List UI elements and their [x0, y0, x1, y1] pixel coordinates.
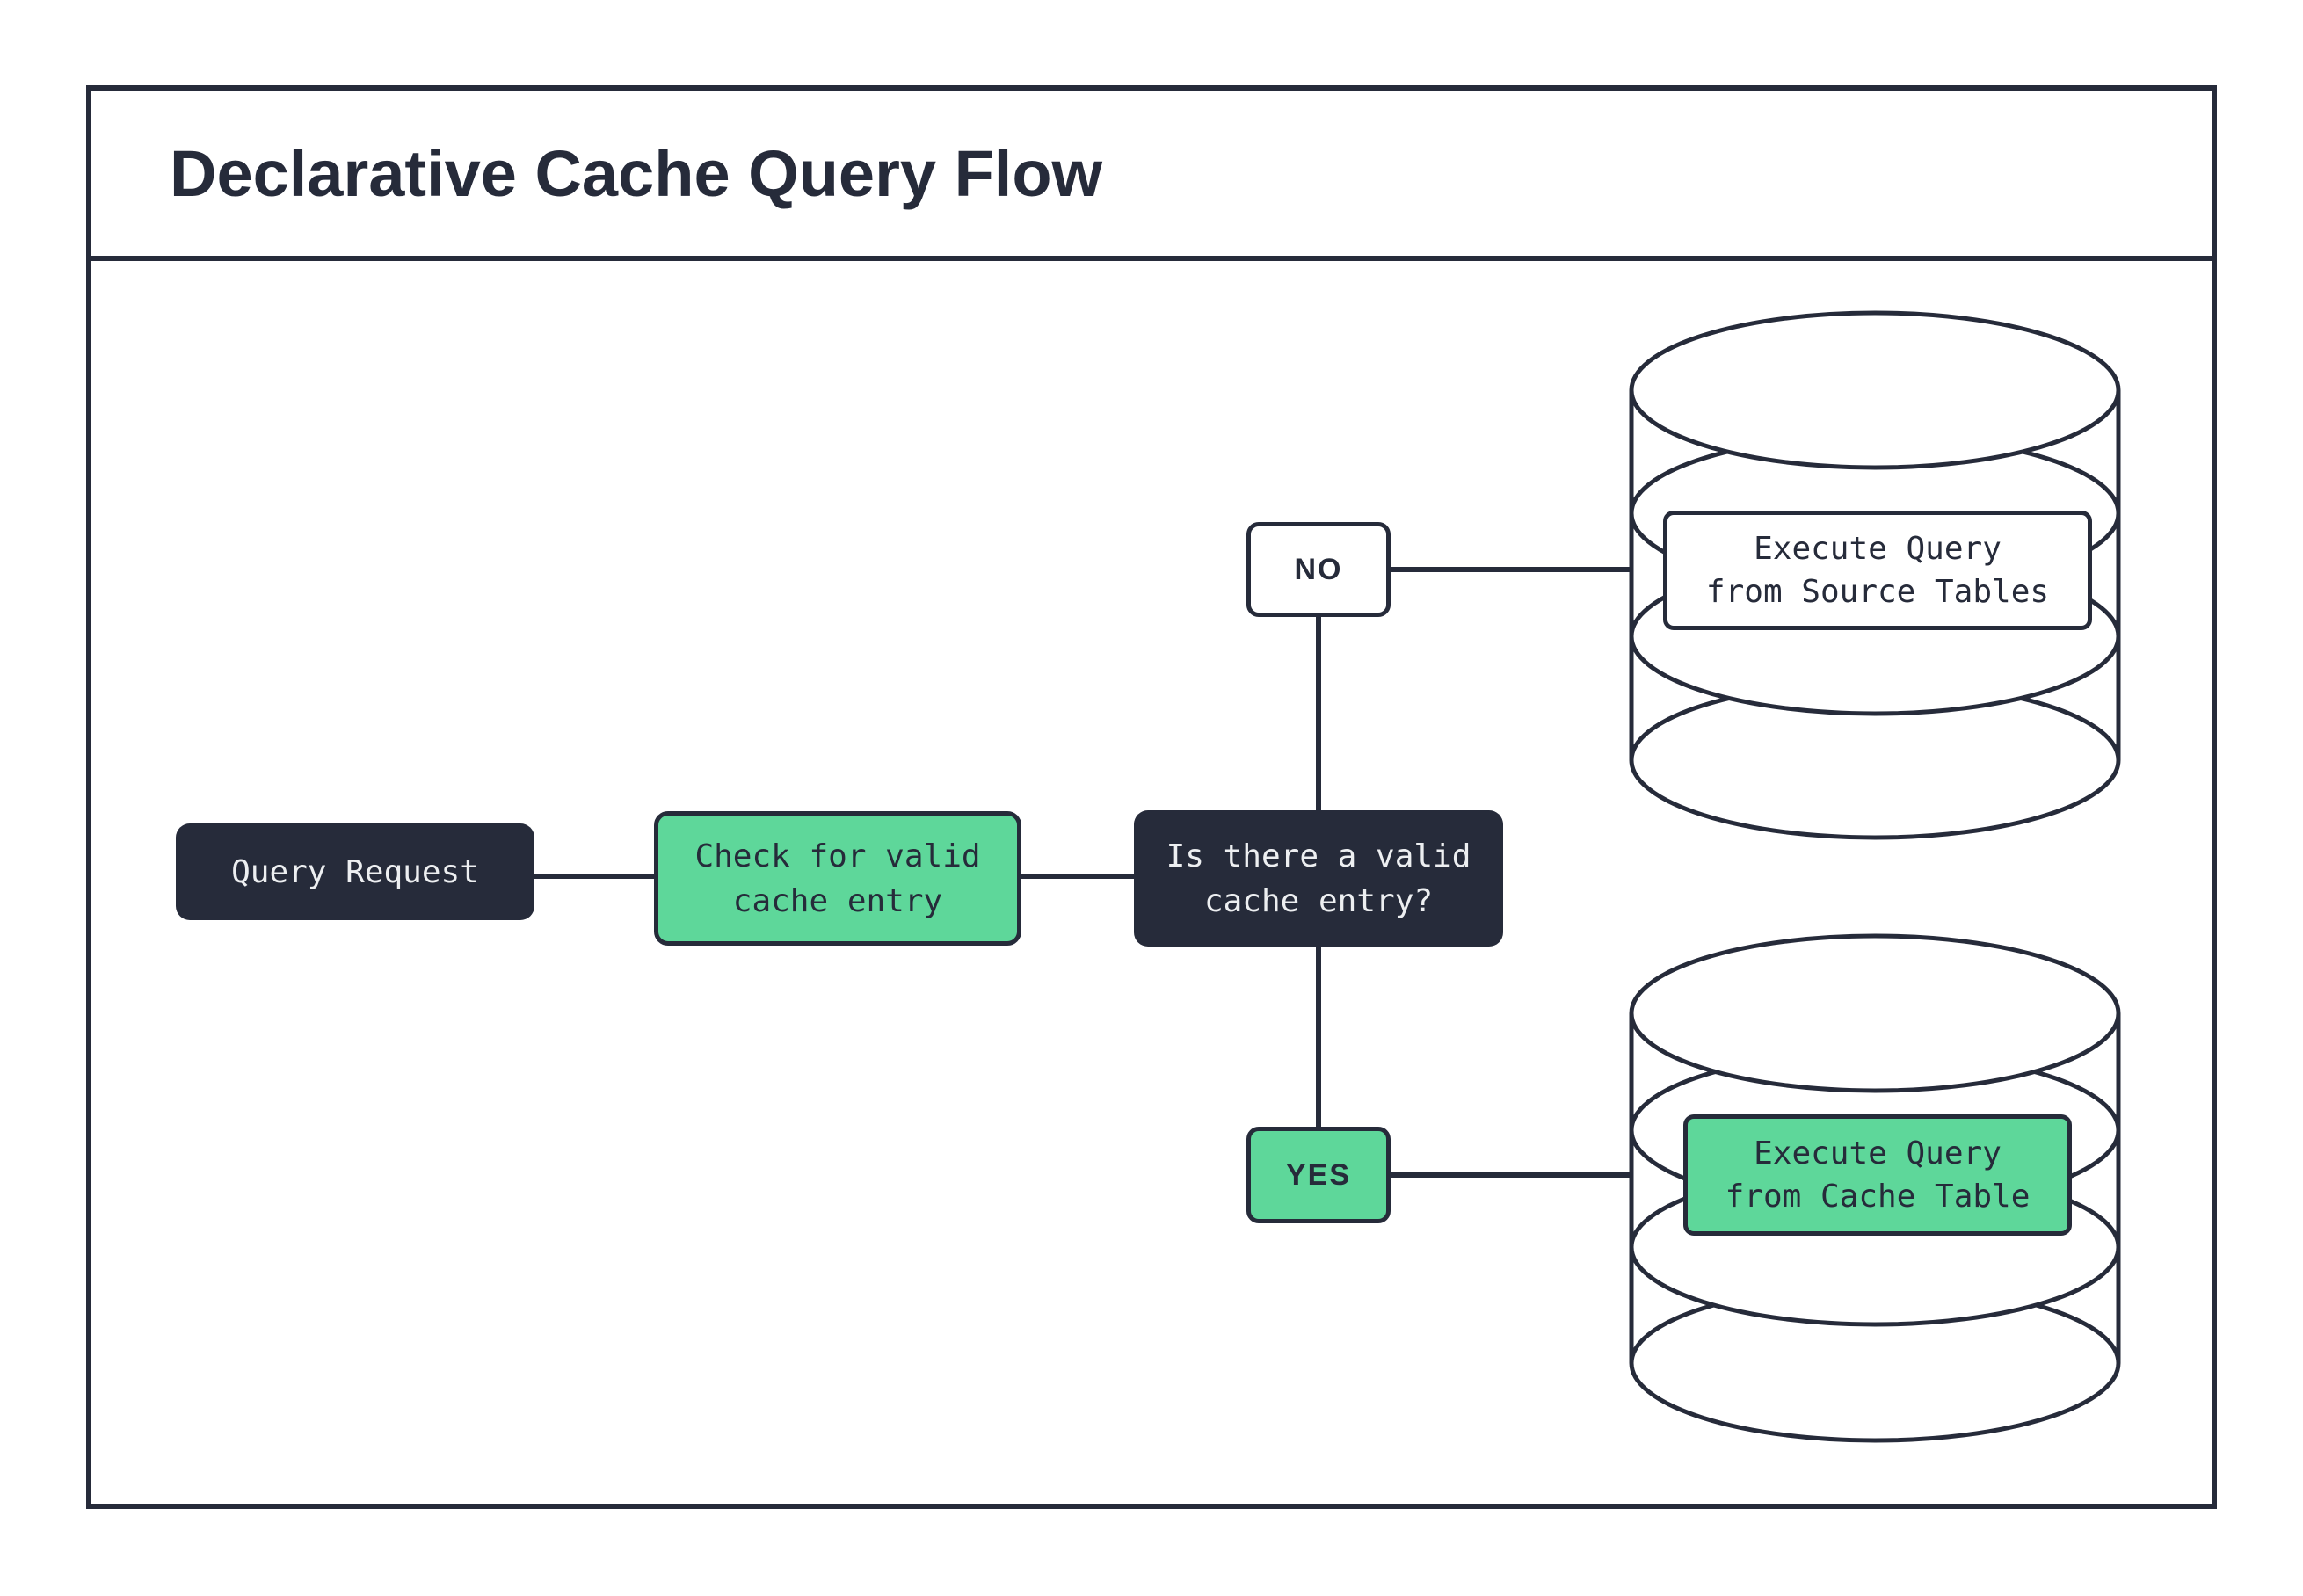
node-label-line: Check for valid [694, 838, 981, 874]
node-label-line: cache entry [732, 882, 943, 919]
node-label-line: Execute Query [1754, 531, 2002, 567]
branch-label-text: YES [1285, 1157, 1352, 1192]
node-label-line: Is there a valid [1166, 838, 1471, 874]
node-execute-source-tables: Execute Query from Source Tables [1663, 511, 2092, 630]
node-cache-decision: Is there a valid cache entry? [1134, 810, 1503, 947]
node-execute-cache-table: Execute Query from Cache Table [1683, 1114, 2072, 1236]
connector-decision-to-yes [1316, 947, 1321, 1127]
flowchart-area: Query Request Check for valid cache entr… [91, 261, 2212, 1504]
title-bar: Declarative Cache Query Flow [91, 91, 2212, 261]
connector-no-to-source-db [1391, 567, 1633, 572]
node-label-line: from Cache Table [1725, 1179, 2031, 1215]
node-query-request: Query Request [176, 823, 534, 920]
diagram-frame: Declarative Cache Query Flow [86, 85, 2217, 1509]
connector-query-to-check [534, 874, 654, 879]
node-label-line: Query Request [231, 853, 479, 890]
branch-label-no: NO [1246, 522, 1391, 617]
connector-decision-to-no [1316, 617, 1321, 810]
branch-label-text: NO [1294, 552, 1343, 586]
node-label-line: cache entry? [1203, 882, 1434, 919]
page-title: Declarative Cache Query Flow [170, 136, 1103, 210]
branch-label-yes: YES [1246, 1127, 1391, 1223]
node-label-line: from Source Tables [1705, 574, 2050, 610]
connector-yes-to-cache-db [1391, 1172, 1633, 1178]
node-check-cache: Check for valid cache entry [654, 811, 1021, 946]
node-label-line: Execute Query [1754, 1135, 2002, 1172]
connector-check-to-decision [1021, 874, 1134, 879]
